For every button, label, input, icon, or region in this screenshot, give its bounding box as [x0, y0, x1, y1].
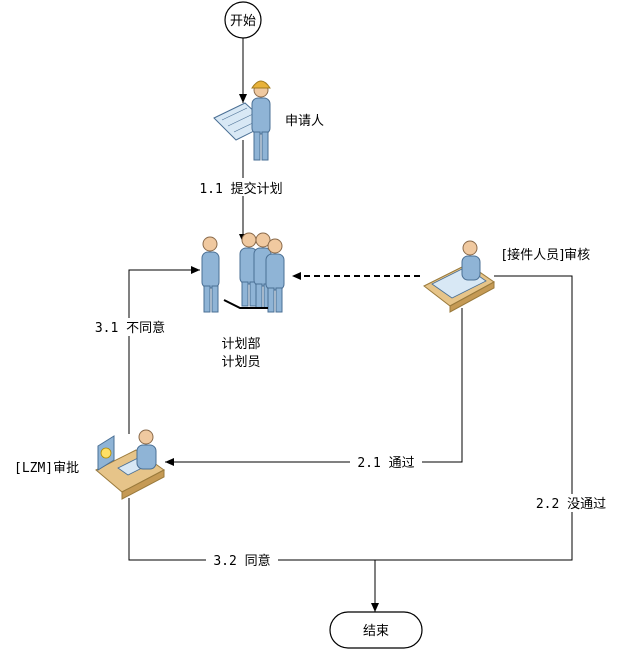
person-at-desk-icon: [423, 240, 495, 313]
edge-label-submit-plan: 1.1 提交计划: [199, 181, 282, 197]
edge-disagree: [128, 266, 200, 434]
edge-not-pass: [375, 275, 573, 561]
receiver-label: [接件人员]审核: [502, 247, 590, 263]
person-at-computer-desk-icon: [95, 429, 165, 500]
edge-label-disagree: 3.1 不同意: [95, 320, 165, 336]
applicant-label: 申请人: [285, 114, 324, 129]
edge-label-not-pass: 2.2 没通过: [536, 497, 606, 512]
end-label: 结束: [363, 624, 389, 639]
edge-label-pass: 2.1 通过: [357, 456, 414, 471]
start-label: 开始: [230, 14, 256, 29]
edge-agree: [128, 498, 375, 561]
group-of-people-icon: [201, 232, 285, 313]
start-node: 开始: [224, 1, 262, 39]
plan-dept-label-line1: 计划部: [221, 337, 260, 352]
approver-label: [LZM]审批: [14, 461, 79, 476]
plan-dept-label-line2: 计划员: [221, 355, 260, 370]
edge-pass: [165, 308, 463, 466]
end-node: 结束: [329, 611, 423, 649]
worker-with-blueprint-icon: [213, 80, 271, 161]
edge-label-agree: 3.2 同意: [213, 553, 270, 569]
